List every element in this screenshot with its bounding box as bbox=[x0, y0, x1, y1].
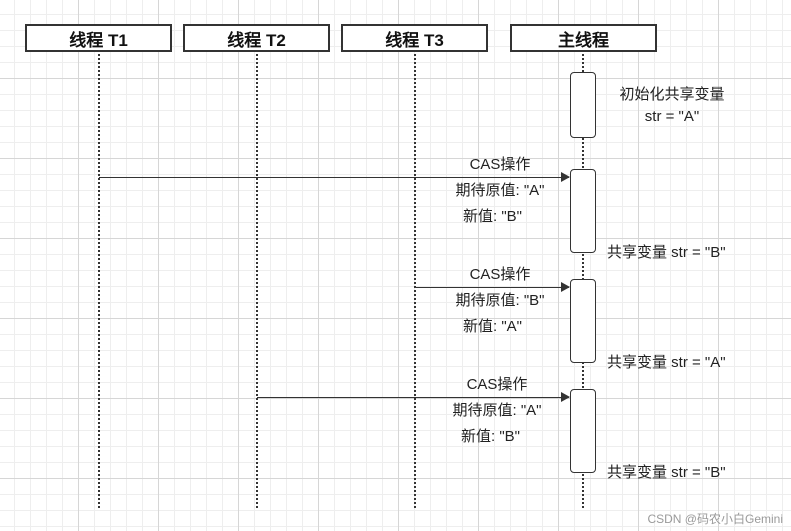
init-note-line2: str = "A" bbox=[644, 108, 700, 125]
message-arrow-t1 bbox=[99, 172, 570, 182]
message-arrow-t2 bbox=[257, 392, 570, 402]
activation-cas-2 bbox=[570, 279, 596, 363]
message-arrow-t3 bbox=[415, 282, 570, 292]
message-1-expected: 期待原值: "A" bbox=[455, 182, 545, 199]
message-2-new-value: 新值: "A" bbox=[463, 318, 522, 335]
participant-main-thread: 主线程 bbox=[510, 24, 657, 52]
message-3-title: CAS操作 bbox=[466, 376, 528, 393]
arrow-head bbox=[561, 172, 570, 182]
message-3-result: 共享变量 str = "B" bbox=[607, 464, 726, 481]
message-1-new-value: 新值: "B" bbox=[463, 208, 522, 225]
lifeline-thread-t1 bbox=[98, 54, 100, 508]
message-2-expected: 期待原值: "B" bbox=[455, 292, 545, 309]
activation-cas-1 bbox=[570, 169, 596, 253]
message-2-result: 共享变量 str = "A" bbox=[607, 354, 726, 371]
arrow-head bbox=[561, 392, 570, 402]
message-3-expected: 期待原值: "A" bbox=[452, 402, 542, 419]
participant-thread-t1: 线程 T1 bbox=[25, 24, 172, 52]
watermark: CSDN @码农小白Gemini bbox=[647, 512, 783, 526]
message-1-result: 共享变量 str = "B" bbox=[607, 244, 726, 261]
message-3-new-value: 新值: "B" bbox=[461, 428, 520, 445]
participant-thread-t3: 线程 T3 bbox=[341, 24, 488, 52]
init-note: 初始化共享变量 str = "A" bbox=[600, 84, 744, 128]
participant-thread-t2: 线程 T2 bbox=[183, 24, 330, 52]
message-1-title: CAS操作 bbox=[469, 156, 531, 173]
message-2-title: CAS操作 bbox=[469, 266, 531, 283]
init-note-line1: 初始化共享变量 bbox=[619, 86, 725, 103]
lifeline-thread-t2 bbox=[256, 54, 258, 508]
arrow-head bbox=[561, 282, 570, 292]
lifeline-thread-t3 bbox=[414, 54, 416, 508]
activation-init bbox=[570, 72, 596, 138]
activation-cas-3 bbox=[570, 389, 596, 473]
